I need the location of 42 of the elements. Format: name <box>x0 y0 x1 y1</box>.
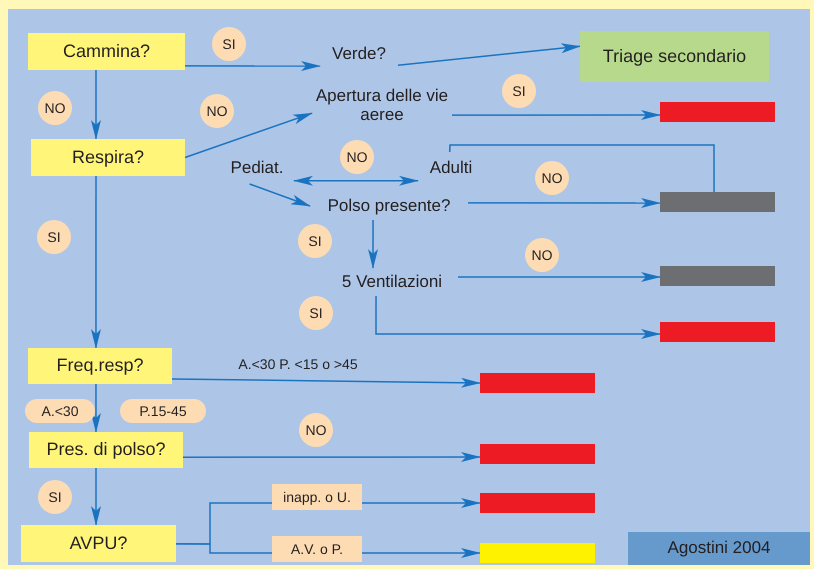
decision-box: Triage secondario <box>580 31 769 82</box>
condition-label: A.<30 <box>25 399 95 423</box>
triage-color-bar <box>480 493 595 513</box>
arrow <box>452 110 661 120</box>
triage-color-bar <box>480 373 595 393</box>
question-text: Apertura delle vie aeree <box>312 82 452 130</box>
question-text: Verde? <box>320 40 398 68</box>
arrow <box>458 272 661 282</box>
triage-color-bar <box>660 322 775 342</box>
arrow <box>375 296 661 339</box>
triage-color-bar <box>480 444 595 464</box>
arrow <box>183 452 481 462</box>
question-text: Adulti <box>418 152 484 184</box>
arrow <box>398 43 581 66</box>
arrow <box>185 61 321 72</box>
arrow <box>368 220 378 269</box>
edge-label: inapp. o U. <box>272 484 362 510</box>
source-box: Agostini 2004 <box>628 532 810 565</box>
triage-color-bar <box>660 102 775 122</box>
arrow <box>184 112 313 158</box>
arrow <box>468 198 661 208</box>
decision-box: Freq.resp? <box>28 348 172 384</box>
arrow <box>90 176 101 349</box>
arrow <box>293 176 419 186</box>
decision-box: Pres. di polso? <box>29 432 183 468</box>
decision-box: AVPU? <box>21 525 176 562</box>
condition-label: P.15-45 <box>120 399 206 423</box>
triage-color-bar <box>660 266 775 286</box>
arrow <box>90 70 101 140</box>
question-text: Polso presente? <box>310 192 468 220</box>
arrow <box>91 468 101 526</box>
question-text: Pediat. <box>220 152 294 184</box>
decision-box: Cammina? <box>28 33 185 70</box>
arrow <box>90 384 101 433</box>
question-text: 5 Ventilazioni <box>326 268 458 296</box>
arrow <box>172 378 481 388</box>
triage-color-bar <box>660 192 775 212</box>
arrow <box>249 183 311 207</box>
edge-label: A.V. o P. <box>272 536 362 562</box>
triage-color-bar <box>480 543 595 563</box>
edge-label: A.<30 P. <15 o >45 <box>237 355 359 374</box>
decision-box: Respira? <box>31 139 185 176</box>
